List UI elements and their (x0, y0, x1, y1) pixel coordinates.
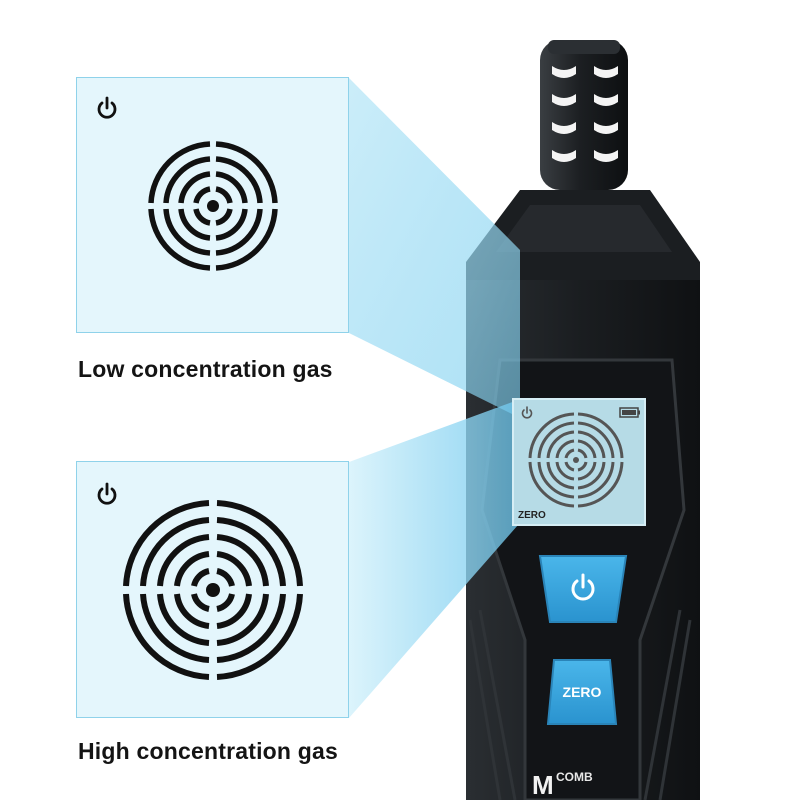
device-screen: ZERO (512, 398, 646, 526)
screen-zero-text: ZERO (518, 510, 546, 521)
low-concentration-label: Low concentration gas (78, 356, 333, 382)
power-icon (97, 482, 117, 505)
low-concentration-panel (76, 77, 349, 333)
high-concentration-label: High concentration gas (78, 738, 338, 764)
beam-low (349, 78, 520, 418)
power-button[interactable] (536, 554, 630, 624)
power-icon (97, 96, 117, 119)
power-icon (571, 573, 595, 601)
device-brand-text: M (532, 770, 554, 800)
high-gas-rings-icon (123, 500, 303, 680)
zero-button[interactable]: ZERO (546, 658, 618, 730)
device-side-text: COMB (556, 770, 593, 784)
screen-gas-rings-icon (528, 412, 624, 508)
beam-high (349, 400, 518, 718)
sensor-head (540, 40, 628, 190)
low-gas-rings-icon (148, 141, 278, 271)
high-concentration-panel (76, 461, 349, 718)
battery-icon (619, 407, 640, 418)
power-icon (521, 406, 533, 419)
zero-button-label: ZERO (562, 684, 602, 700)
